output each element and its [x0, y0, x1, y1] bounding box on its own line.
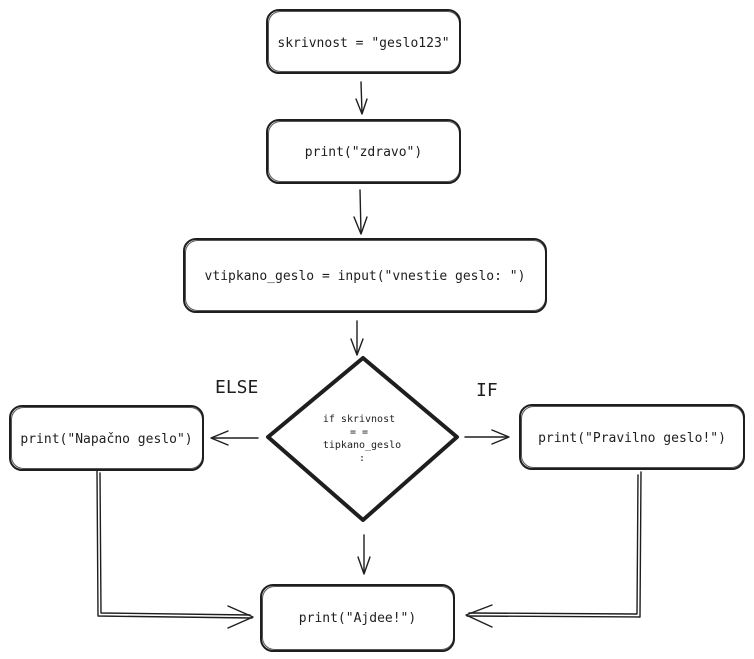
node-print-wrong-label: print("Napačno geslo") — [20, 432, 192, 447]
node-print-bye: print("Ajdee!") — [260, 584, 455, 652]
condition-line-1: if skrivnost — [323, 414, 395, 425]
edge-assign-to-print-hello — [355, 81, 368, 115]
edges — [96, 81, 642, 629]
node-print-bye-label: print("Ajdee!") — [299, 611, 416, 626]
node-print-hello-label: print("zdravo") — [305, 145, 422, 160]
if-branch-label: IF — [476, 380, 498, 401]
edge-input-to-condition — [350, 320, 364, 356]
node-input-password-label: vtipkano_geslo = input("vnestie geslo: "… — [205, 269, 526, 284]
condition-line-2: = = — [350, 427, 368, 438]
node-print-correct: print("Pravilno geslo!") — [519, 404, 745, 470]
node-input-password: vtipkano_geslo = input("vnestie geslo: "… — [183, 238, 547, 313]
node-assign-secret: skrivnost = "geslo123" — [266, 9, 461, 74]
node-print-correct-label: print("Pravilno geslo!") — [538, 431, 726, 446]
node-print-wrong: print("Napačno geslo") — [9, 405, 204, 471]
node-assign-secret-label: skrivnost = "geslo123" — [277, 36, 449, 51]
else-branch-label: ELSE — [215, 377, 258, 398]
edge-condition-to-correct — [464, 429, 510, 445]
edge-wrong-to-bye — [96, 470, 254, 629]
edge-print-hello-to-input — [353, 189, 368, 235]
condition-line-4: : — [359, 453, 365, 464]
condition-line-3: tipkano_geslo — [323, 440, 401, 451]
node-print-hello: print("zdravo") — [266, 119, 461, 184]
node-condition: if skrivnost = = tipkano_geslo : — [266, 356, 459, 522]
edge-condition-to-wrong — [210, 430, 259, 446]
edge-condition-to-bye — [357, 534, 371, 575]
edge-correct-to-bye — [465, 471, 642, 628]
